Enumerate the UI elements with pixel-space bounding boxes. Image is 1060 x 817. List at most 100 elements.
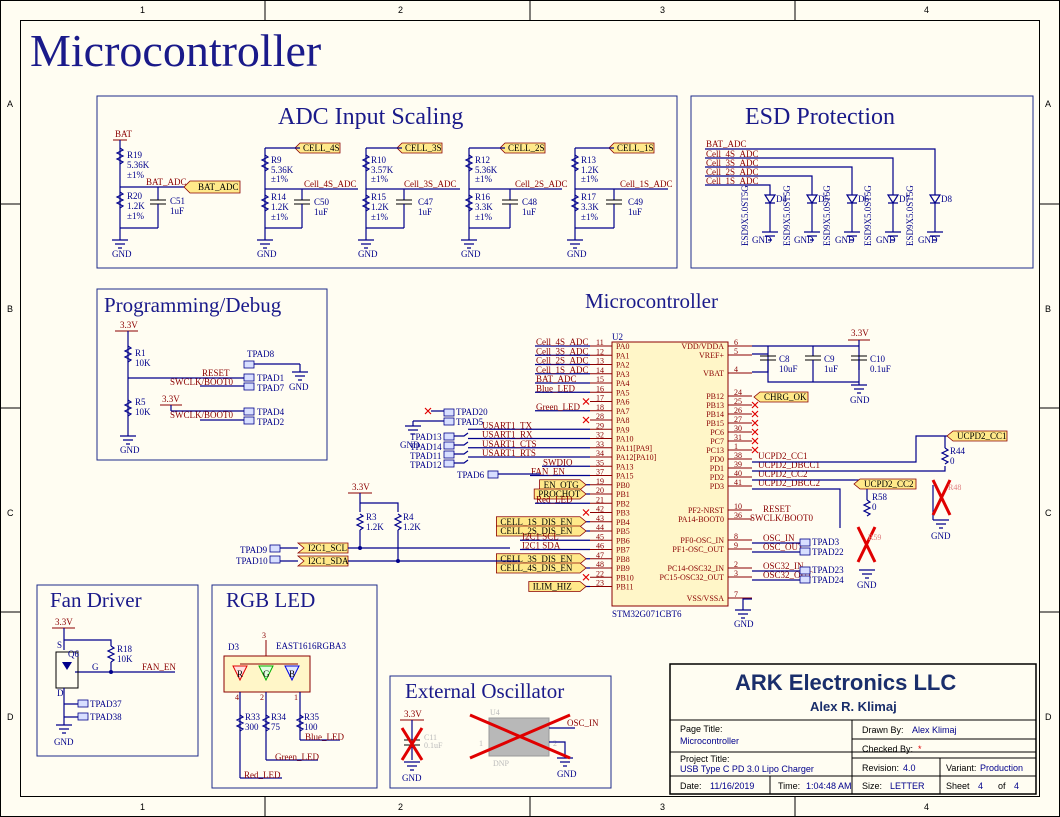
tpad2-label: TPAD2 <box>257 417 284 427</box>
tpad9 <box>269 544 281 553</box>
u2-pin-name: PB5 <box>616 527 630 536</box>
r14-tol: ±1% <box>271 212 288 222</box>
v33-label: 3.3V <box>352 482 370 492</box>
col-label: 2 <box>398 802 403 812</box>
no-connect-mark <box>582 416 590 424</box>
u2-pin-number: 13 <box>596 357 604 366</box>
reset-net: RESET <box>202 368 230 378</box>
variant: Production <box>980 763 1023 773</box>
net-port-label: EN_OTG <box>544 480 579 490</box>
tpad24 <box>799 575 811 584</box>
u2-pin-name: PA10 <box>616 435 634 444</box>
esd-net: Cell_2S_ADC <box>706 167 759 177</box>
q6-source: S <box>57 640 62 650</box>
u2-pin-name: PA14-BOOT0 <box>678 515 724 524</box>
tpad14-label: TPAD14 <box>410 442 442 452</box>
fan-section: Fan Driver 3.3V R18 10K FAN_EN Q6 G D S … <box>36 584 199 757</box>
fan-en-net: FAN_EN <box>142 662 176 672</box>
net-port <box>496 562 587 574</box>
date-label: Date: <box>680 781 702 791</box>
r34-ref: R34 <box>271 712 287 722</box>
reset-net: RESET <box>763 504 791 514</box>
r44-value: 0 <box>950 456 955 466</box>
net-label: I2C1 SDA <box>522 541 561 551</box>
osc-out-net: OSC_OUT <box>763 542 804 552</box>
u2-pin-number: 45 <box>596 532 604 541</box>
u2-pin-name: PD2 <box>710 473 724 482</box>
gnd-label: GND <box>835 235 855 245</box>
gnd-label: GND <box>918 235 938 245</box>
u2-pin-number: 21 <box>596 495 604 504</box>
u2-pin-number: 31 <box>734 433 742 442</box>
u2-pin-number: 35 <box>596 458 604 467</box>
r9-ref: R9 <box>271 155 282 165</box>
osc-title: External Oscillator <box>405 679 564 703</box>
u2-pin-name: PD0 <box>710 455 724 464</box>
revision: 4.0 <box>903 763 916 773</box>
u2-pin-number: 4 <box>734 365 738 374</box>
u2-pin-number: 34 <box>596 449 604 458</box>
tpad7-label: TPAD7 <box>257 383 285 393</box>
u2-pin-name: PB13 <box>706 401 724 410</box>
r4-value: 1.2K <box>403 522 421 532</box>
u2-pin-name: PB3 <box>616 509 630 518</box>
c49-ref: C49 <box>628 197 644 207</box>
u2-pin-number: 11 <box>596 338 604 347</box>
c11-value: 0.1uF <box>424 741 443 750</box>
c11-ref: C11 <box>424 733 437 742</box>
dbcc1-net: UCPD2_DBCC1 <box>758 460 820 470</box>
cell1s-adc-net: Cell_1S_ADC <box>620 179 673 189</box>
chrg-ok-port: CHRG_OK <box>764 392 807 402</box>
gnd-label: GND <box>289 382 309 392</box>
r3-ref: R3 <box>366 512 377 522</box>
u2-pin-number: 28 <box>596 412 604 421</box>
dbcc2-net: UCPD2_DBCC2 <box>758 478 820 488</box>
net-port <box>496 516 587 528</box>
u2-pin-number: 47 <box>596 551 604 560</box>
r10-ref: R10 <box>371 155 387 165</box>
rgb-section: RGB LED D3 EAST1616RGBA3 3 R G B 4 2 1 R… <box>211 584 378 789</box>
u2-pin-name: VREF+ <box>699 351 724 360</box>
mcu-title: Microcontroller <box>585 289 718 313</box>
company-name: ARK Electronics LLC <box>735 670 956 695</box>
r5-value: 10K <box>135 407 151 417</box>
net-port <box>539 479 587 491</box>
c48-ref: C48 <box>522 197 538 207</box>
u4-pin: 1 <box>479 739 483 748</box>
swclk-net: SWCLK/BOOT0 <box>750 513 814 523</box>
net-port-label: ILIM_HIZ <box>533 582 572 592</box>
prog-title: Programming/Debug <box>104 293 282 317</box>
u2-pin-name: PA1 <box>616 351 630 360</box>
tpad13-label: TPAD13 <box>410 432 442 442</box>
u2-pin-name: PD3 <box>710 482 724 491</box>
v33-label: 3.3V <box>55 617 73 627</box>
col-label: 3 <box>660 5 665 15</box>
net-label: Blue_LED <box>536 383 575 393</box>
u2-pin-number: 7 <box>734 590 738 599</box>
c50-value: 1uF <box>314 207 328 217</box>
c50-ref: C50 <box>314 197 330 207</box>
u2-pin-number: 30 <box>734 424 742 433</box>
sda-port: I2C1_SDA <box>308 556 349 566</box>
net-port <box>496 525 587 537</box>
u2-pin-name: PB15 <box>706 419 724 428</box>
u2-pin-name: PD1 <box>710 464 724 473</box>
tpad6-label: TPAD6 <box>457 470 485 480</box>
r14-value: 1.2K <box>271 202 289 212</box>
tpad22 <box>799 547 811 556</box>
r15-tol: ±1% <box>371 212 388 222</box>
d3-part: EAST1616RGBA3 <box>276 641 347 651</box>
u2-pin-number: 12 <box>596 347 604 356</box>
osc-section: External Oscillator 3.3V C11 0.1uF GND U… <box>389 675 612 789</box>
u2-pin-number: 9 <box>734 541 738 550</box>
u2-ref: U2 <box>612 332 623 342</box>
u2-pin-number: 37 <box>596 468 604 477</box>
project-label: Project Title: <box>680 754 730 764</box>
esd-net: BAT_ADC <box>706 139 747 149</box>
r35-value: 100 <box>304 722 318 732</box>
u2-pin-number: 25 <box>734 397 742 406</box>
net-label: USART1_TX <box>482 420 532 430</box>
red-led-letter: R <box>237 669 243 679</box>
u2-pin-number: 16 <box>596 384 604 393</box>
